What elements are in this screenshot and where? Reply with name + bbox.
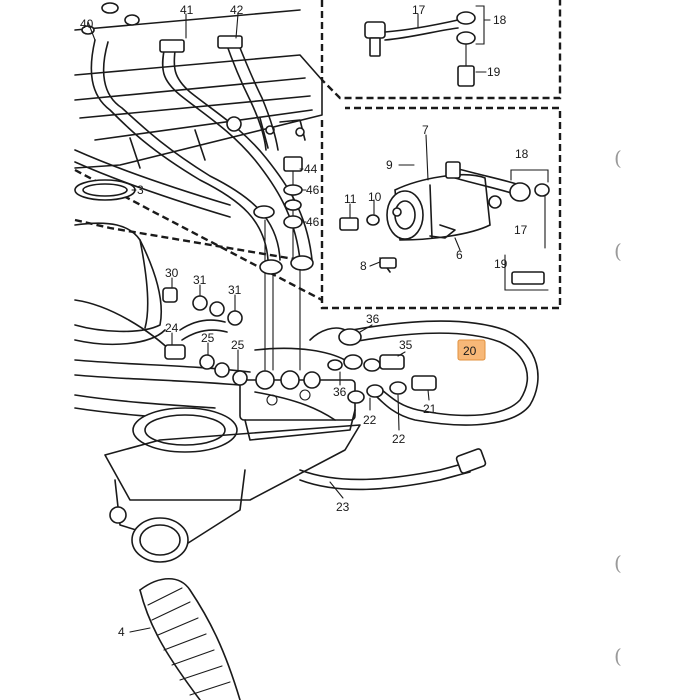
edge-mark: ( [614,551,622,575]
callout-21: 21 [423,402,437,416]
callout-4: 4 [118,625,125,639]
callout-3: 3 [137,183,144,197]
callout-24: 24 [165,321,179,335]
left-fittings [162,287,248,386]
callout-42: 42 [230,3,244,17]
hose-fittings [327,328,437,404]
callout-25-left: 25 [201,331,215,345]
leader-lines [87,13,491,633]
assembly-guides [264,164,301,371]
pump-assembly [339,161,550,291]
lower-hoses [74,299,251,422]
callout-7: 7 [422,123,429,137]
callout-36-lower: 36 [333,385,347,399]
callout-30: 30 [165,266,179,280]
callout-18-inset: 18 [515,147,529,161]
edge-mark: ( [614,146,622,170]
edge-mark: ( [614,644,622,668]
callout-17-inset: 17 [514,223,528,237]
edge-mark: ( [614,239,622,263]
callout-8: 8 [360,259,367,273]
callout-11: 11 [344,192,357,206]
hose-20 [254,320,539,491]
highlighted-callout-20[interactable]: 20 [457,339,486,361]
breather-hoses [74,35,313,261]
callout-22-left: 22 [363,413,377,427]
frame-lines [74,0,562,310]
callout-36-upper: 36 [366,312,380,326]
callout-6: 6 [456,248,463,262]
callout-31-right: 31 [228,283,242,297]
callout-31-left: 31 [193,273,207,287]
callout-41: 41 [180,3,194,17]
top-left-fittings [81,2,140,35]
callout-9: 9 [386,158,393,172]
intake-hose [139,577,241,700]
callout-35: 35 [399,338,413,352]
callout-46-lower: 46 [306,215,320,229]
callout-44: 44 [304,162,318,176]
callout-labels: 40 41 42 17 18 19 44 46 46 3 7 9 18 11 1… [80,3,529,639]
throttle-housing [104,370,361,563]
callout-17-top: 17 [412,3,426,17]
callout-10: 10 [368,190,382,204]
callout-19-inset: 19 [494,257,508,271]
highlight-box [457,339,486,361]
callout-18-top: 18 [493,13,507,27]
callout-25-right: 25 [231,338,245,352]
inset-top-parts [364,5,485,87]
highlight-label: 20 [463,344,477,358]
callout-22-right: 22 [392,432,406,446]
callout-23: 23 [336,500,350,514]
air-shroud [74,179,166,346]
callout-19-top: 19 [487,65,501,79]
rocker-cover [74,9,323,169]
edge-marks: ( ( ( ( [614,146,622,668]
callout-40: 40 [80,17,94,31]
callout-46-upper: 46 [306,183,320,197]
valve-stack [253,156,314,275]
